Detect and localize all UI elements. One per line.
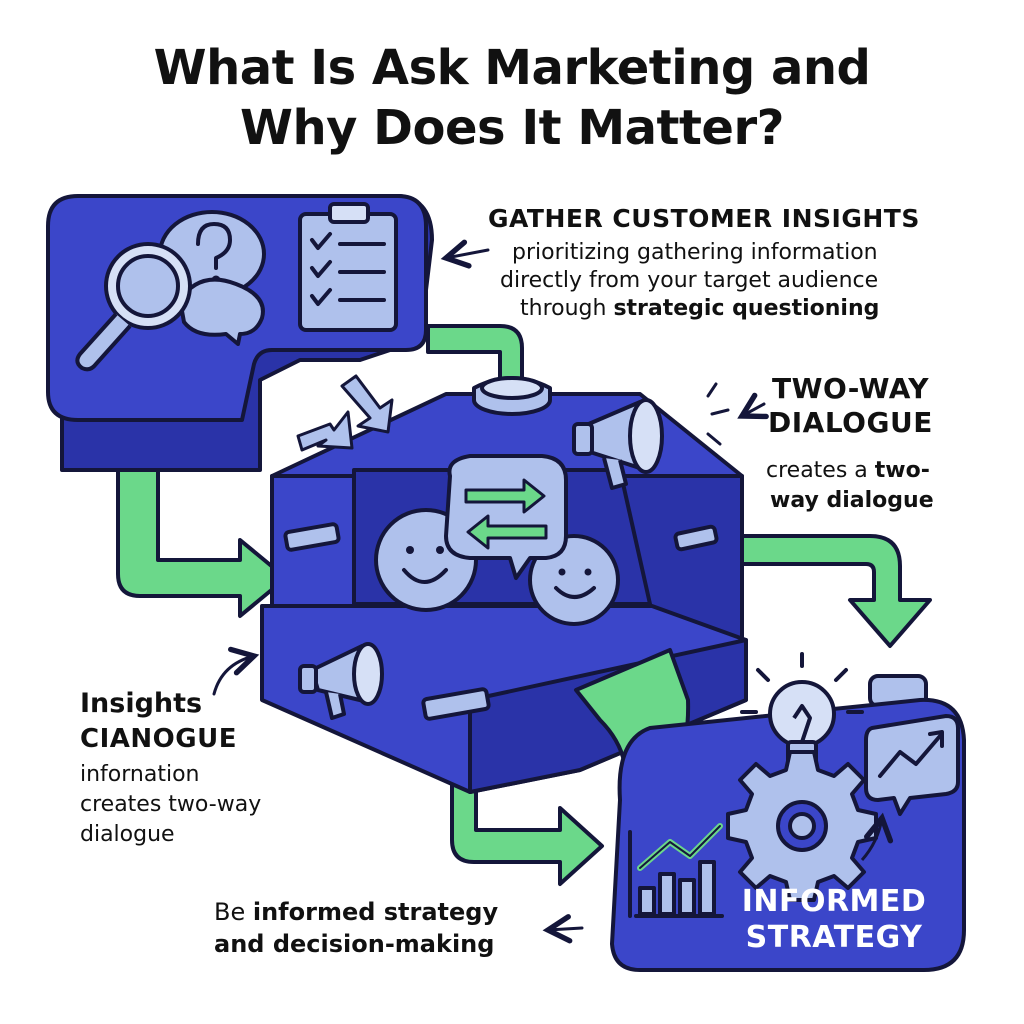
connector-arrow-bottom-to-strategy (450, 756, 604, 886)
insights-heading-1: Insights (80, 688, 203, 719)
informed-line-1-bold: informed strategy (252, 898, 499, 926)
insights-heading-2: CIANOGUE (80, 724, 237, 754)
gather-line-3-bold: strategic questioning (613, 296, 880, 321)
strategy-curve-arrow (860, 812, 894, 861)
exchange-arrows-icon (444, 454, 568, 580)
insights-line-2: creates two-way (80, 792, 262, 817)
gather-heading: GATHER CUSTOMER INSIGHTS (488, 204, 920, 233)
clipboard-checklist-icon (298, 202, 398, 332)
informed-line-1-plain: Be (214, 898, 253, 926)
informed-line-1: Be informed strategy (214, 898, 498, 927)
gather-line-1: prioritizing gathering information (512, 240, 878, 265)
title-line-2: Why Does It Matter? (240, 100, 784, 156)
magnifier-icon (75, 242, 192, 372)
pointer-insights (212, 646, 260, 696)
connector-arrow-center-to-strategy (740, 534, 932, 648)
dialogue-line-1: creates a two- (766, 456, 930, 485)
pointer-informed (542, 914, 584, 944)
dialogue-line-2: way dialogue (770, 488, 934, 513)
megaphone-icon (572, 398, 664, 490)
insights-line-1: infornation (80, 762, 200, 787)
insights-line-3: dialogue (80, 822, 175, 847)
pointer-dialogue (737, 392, 769, 420)
gather-line-3: through strategic questioning (520, 294, 879, 323)
strategy-box-label-line-1: INFORMED (741, 884, 927, 919)
trend-chart-icon (864, 714, 960, 816)
strategy-box-label: INFORMED STRATEGY (732, 884, 936, 956)
bar-chart-icon (628, 823, 724, 918)
strategy-box-label-line-2: STRATEGY (745, 920, 923, 955)
gather-line-2: directly from your target audience (500, 268, 879, 293)
dialogue-heading-2: DIALOGUE (768, 406, 933, 439)
speech-bubble-icon (178, 277, 265, 346)
connector-arrow-down-left (116, 396, 288, 618)
title-line-1: What Is Ask Marketing and (153, 40, 871, 96)
pointer-gather (440, 239, 490, 269)
dialogue-line-1-bold: two- (874, 458, 930, 483)
dialogue-line-1-plain: creates a (766, 458, 875, 483)
exchange-double-arrow-icon (296, 374, 394, 452)
informed-line-2: and decision-making (214, 930, 495, 958)
gather-line-3-plain: through (520, 296, 614, 321)
dialogue-heading-1: TWO-WAY (772, 372, 930, 405)
gear-icon (726, 750, 878, 902)
megaphone-small-icon (298, 642, 384, 720)
sound-lines (706, 382, 730, 446)
page-title: What Is Ask Marketing and Why Does It Ma… (0, 38, 1024, 158)
